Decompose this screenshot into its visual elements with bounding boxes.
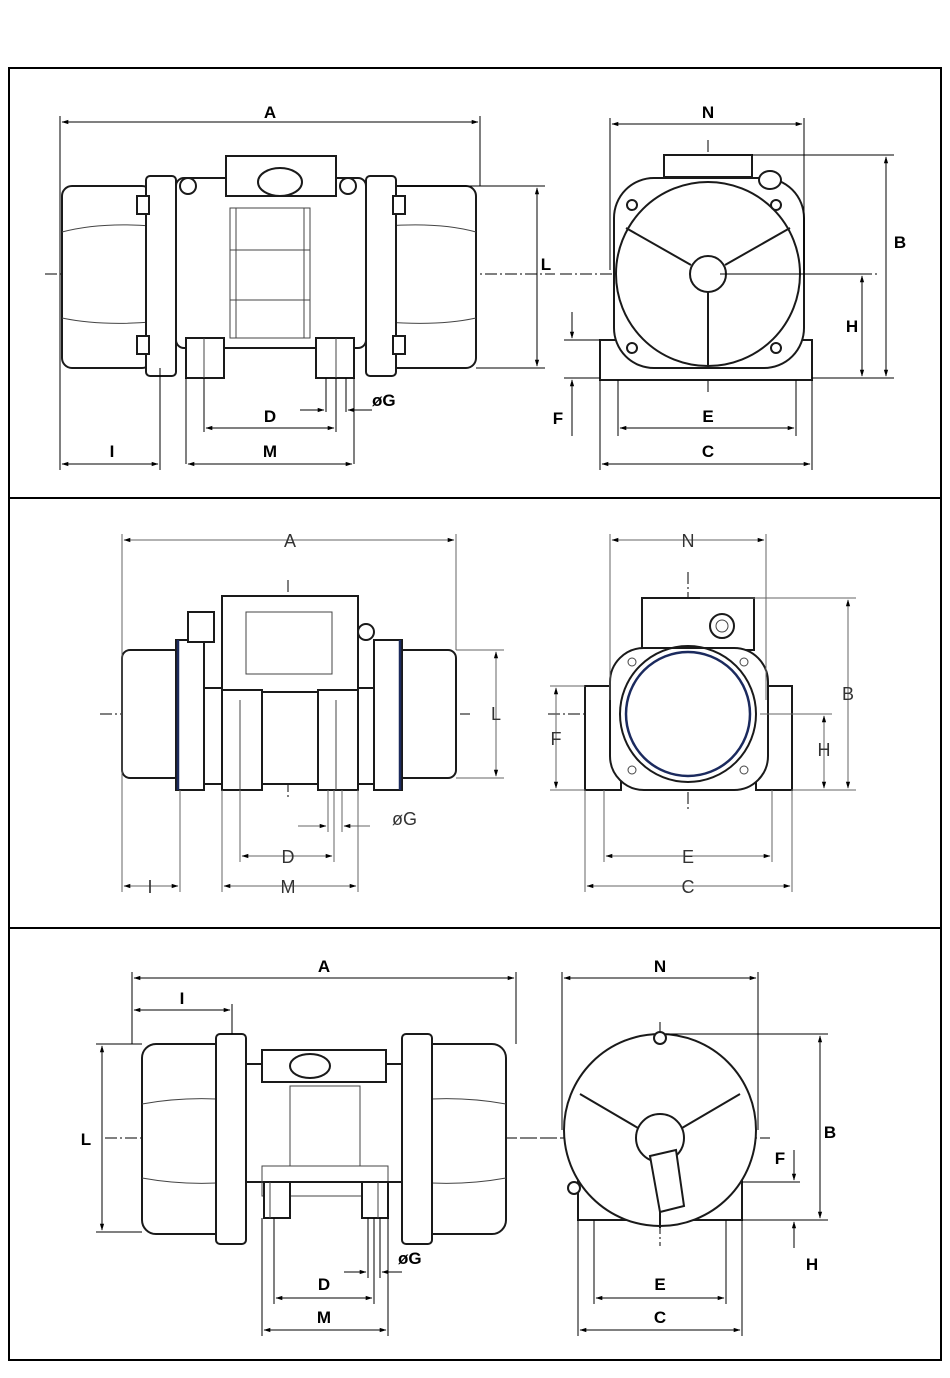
dim-label-F: F — [553, 409, 563, 428]
dim-label-C: C — [682, 877, 695, 897]
dim-label-N: N — [654, 957, 666, 976]
panel-2: A L D øG I M — [100, 531, 856, 897]
dim-label-H: H — [846, 317, 858, 336]
dim-label-F: F — [551, 729, 562, 749]
dim-label-M: M — [281, 877, 296, 897]
dim-label-N: N — [702, 103, 714, 122]
dim-label-L: L — [81, 1130, 91, 1149]
dim-label-D: D — [318, 1275, 330, 1294]
dim-label-E: E — [702, 407, 713, 426]
dim-label-L: L — [541, 255, 551, 274]
panel-2-front-view: N B H F E C — [548, 531, 856, 897]
dim-label-D: D — [264, 407, 276, 426]
dim-label-B: B — [842, 684, 854, 704]
dim-label-N: N — [682, 531, 695, 551]
dim-label-A: A — [318, 957, 330, 976]
dim-label-G: øG — [392, 809, 417, 829]
panel-2-side-view: A L D øG I M — [100, 531, 504, 897]
dim-label-E: E — [682, 847, 694, 867]
dim-label-G: øG — [398, 1249, 422, 1268]
panel-1: A L D øG I M — [45, 103, 906, 470]
panel-1-side-view: A L D øG I M — [45, 103, 555, 470]
panel-3-front-view: N B F H E C — [520, 957, 836, 1336]
dim-label-H: H — [818, 740, 831, 760]
dim-label-F: F — [775, 1149, 785, 1168]
dim-label-A: A — [264, 103, 276, 122]
dim-label-I: I — [180, 989, 185, 1008]
dim-label-B: B — [894, 233, 906, 252]
dim-label-I: I — [147, 877, 152, 897]
panel-3-side-view: A I L D øG M — [81, 957, 560, 1336]
dim-label-E: E — [654, 1275, 665, 1294]
dim-label-G: øG — [372, 391, 396, 410]
dim-label-M: M — [317, 1308, 331, 1327]
dim-label-C: C — [702, 442, 714, 461]
dim-label-I: I — [110, 442, 115, 461]
panel-3: A I L D øG M — [81, 957, 836, 1336]
dim-label-D: D — [282, 847, 295, 867]
dim-label-H: H — [806, 1255, 818, 1274]
dim-label-M: M — [263, 442, 277, 461]
panel-1-front-view: N B H F E C — [553, 103, 906, 470]
dim-label-C: C — [654, 1308, 666, 1327]
dim-label-A: A — [284, 531, 296, 551]
dim-label-B: B — [824, 1123, 836, 1142]
dim-label-L: L — [491, 704, 501, 724]
